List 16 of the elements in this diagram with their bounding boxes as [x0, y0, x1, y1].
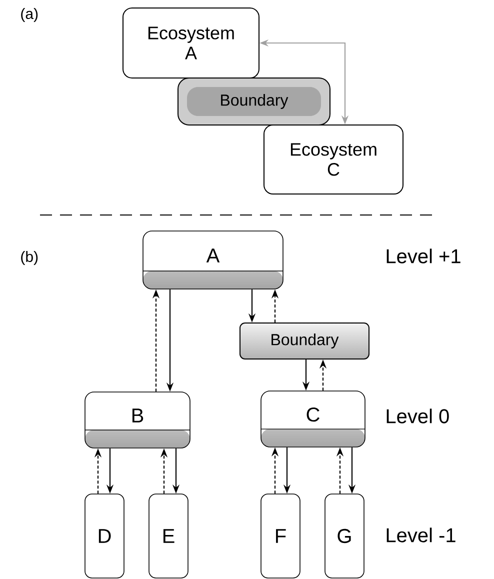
level-label: Level +1 — [386, 248, 460, 264]
level-label: Level 0 — [386, 408, 449, 424]
panel-label: (b) — [21, 251, 38, 265]
panel-label: (a) — [21, 8, 38, 22]
boundary-box: Boundary — [178, 78, 330, 126]
subsystem-box: F — [260, 494, 300, 578]
level-box: C — [260, 390, 366, 448]
level-label: Level -1 — [386, 528, 456, 542]
ecosystem-box: Ecosystem C — [264, 124, 404, 194]
subsystem-box: D — [84, 494, 124, 578]
level-box: A — [142, 230, 284, 290]
ecosystem-box: Ecosystem A — [122, 8, 260, 78]
boundary-box: Boundary — [240, 322, 370, 360]
subsystem-box: G — [324, 494, 364, 578]
subsystem-box: E — [148, 494, 188, 578]
level-box: B — [84, 392, 190, 448]
